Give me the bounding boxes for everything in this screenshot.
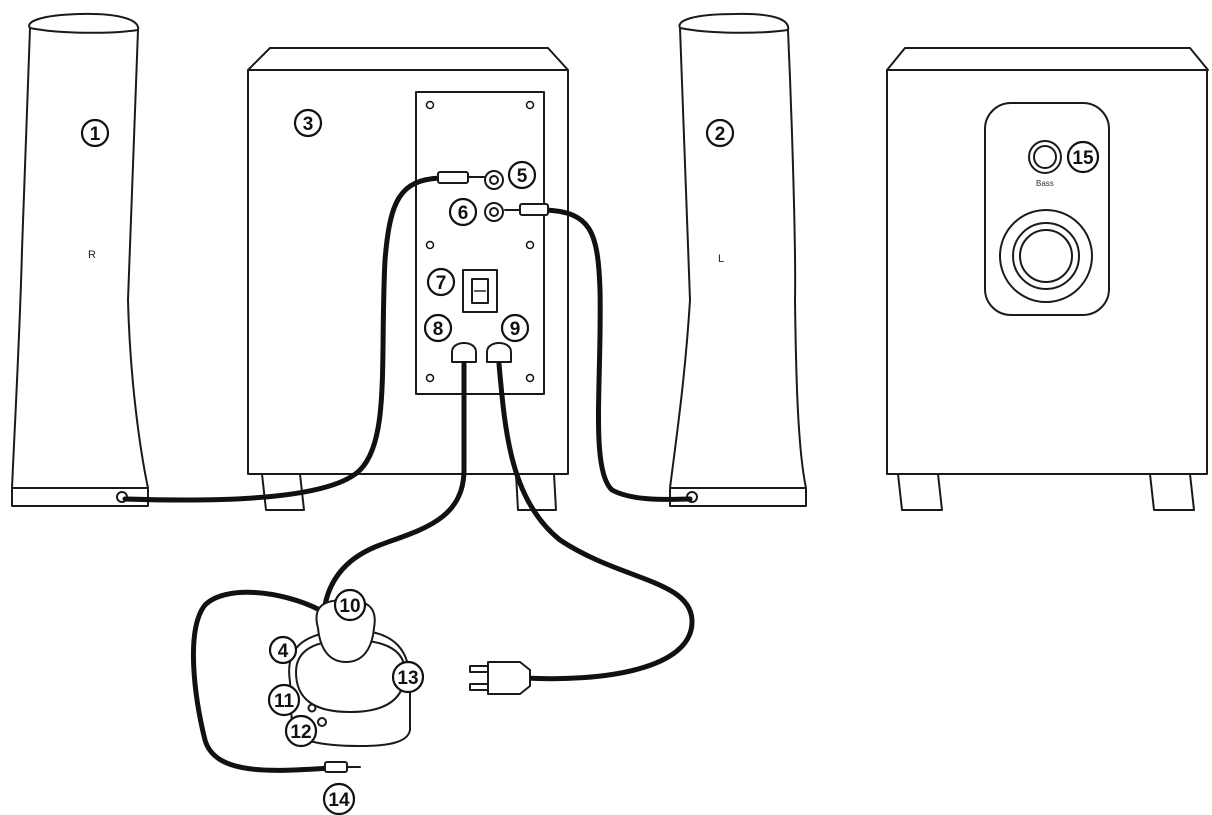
callout-7: 7 bbox=[426, 267, 456, 297]
bass-knob-label: Bass bbox=[1036, 179, 1054, 188]
svg-text:10: 10 bbox=[339, 596, 360, 617]
subwoofer-front-view: Bass bbox=[886, 47, 1209, 511]
bass-knob[interactable] bbox=[1028, 140, 1062, 174]
power-plug bbox=[469, 661, 531, 695]
right-speaker-mark: R bbox=[88, 249, 96, 261]
svg-text:14: 14 bbox=[328, 790, 350, 811]
power-cord-port[interactable] bbox=[486, 342, 512, 363]
power-indicator-led bbox=[307, 703, 317, 713]
rca-jack-left[interactable] bbox=[484, 202, 504, 222]
headphone-jack[interactable] bbox=[317, 717, 327, 727]
callout-11: 11 bbox=[267, 683, 301, 717]
callout-3: 3 bbox=[293, 108, 323, 138]
right-satellite-speaker: R bbox=[11, 12, 149, 507]
right-speaker-cable bbox=[122, 175, 443, 503]
svg-text:9: 9 bbox=[510, 319, 521, 340]
svg-text:11: 11 bbox=[274, 691, 295, 712]
bass-port bbox=[999, 209, 1093, 303]
callout-6: 6 bbox=[448, 197, 478, 227]
rca-jack-right[interactable] bbox=[484, 170, 504, 190]
power-switch[interactable] bbox=[462, 269, 498, 313]
subwoofer-rear-view bbox=[247, 47, 569, 511]
callout-1: 1 bbox=[80, 118, 110, 148]
aux-input-cable bbox=[190, 589, 333, 773]
callout-2: 2 bbox=[705, 118, 735, 148]
rear-connector-panel bbox=[415, 91, 545, 395]
control-pod-cable bbox=[322, 361, 467, 608]
left-speaker-mark: L bbox=[718, 253, 724, 265]
left-satellite-speaker: L bbox=[669, 12, 807, 507]
svg-text:6: 6 bbox=[458, 203, 469, 224]
svg-text:13: 13 bbox=[397, 668, 418, 689]
svg-text:5: 5 bbox=[517, 166, 528, 187]
callout-15: 15 bbox=[1066, 140, 1100, 174]
callout-9: 9 bbox=[500, 313, 530, 343]
callout-14: 14 bbox=[322, 782, 356, 815]
panel-screws bbox=[425, 100, 535, 383]
callout-4: 4 bbox=[268, 635, 298, 665]
svg-text:1: 1 bbox=[90, 124, 101, 145]
svg-text:15: 15 bbox=[1072, 148, 1094, 169]
svg-text:8: 8 bbox=[433, 319, 444, 340]
front-control-panel bbox=[984, 102, 1110, 316]
callout-8: 8 bbox=[423, 313, 453, 343]
svg-text:3: 3 bbox=[303, 114, 314, 135]
aux-input-plug bbox=[324, 761, 361, 773]
left-speaker-cable bbox=[542, 207, 693, 502]
callout-5: 5 bbox=[507, 160, 537, 190]
callout-13: 13 bbox=[391, 660, 425, 694]
power-cord bbox=[496, 361, 695, 682]
svg-text:12: 12 bbox=[290, 722, 311, 743]
cables bbox=[122, 175, 695, 773]
svg-text:4: 4 bbox=[278, 641, 289, 662]
rca-plug-left bbox=[504, 203, 549, 216]
callout-10: 10 bbox=[333, 588, 367, 622]
control-pod-port[interactable] bbox=[451, 342, 477, 363]
callout-markers: 1 2 3 4 5 6 7 8 9 10 11 12 13 14 15 bbox=[80, 108, 1100, 815]
callout-12: 12 bbox=[284, 714, 318, 748]
svg-text:2: 2 bbox=[715, 124, 726, 145]
rca-plug-right bbox=[437, 171, 485, 184]
svg-text:7: 7 bbox=[436, 273, 447, 294]
